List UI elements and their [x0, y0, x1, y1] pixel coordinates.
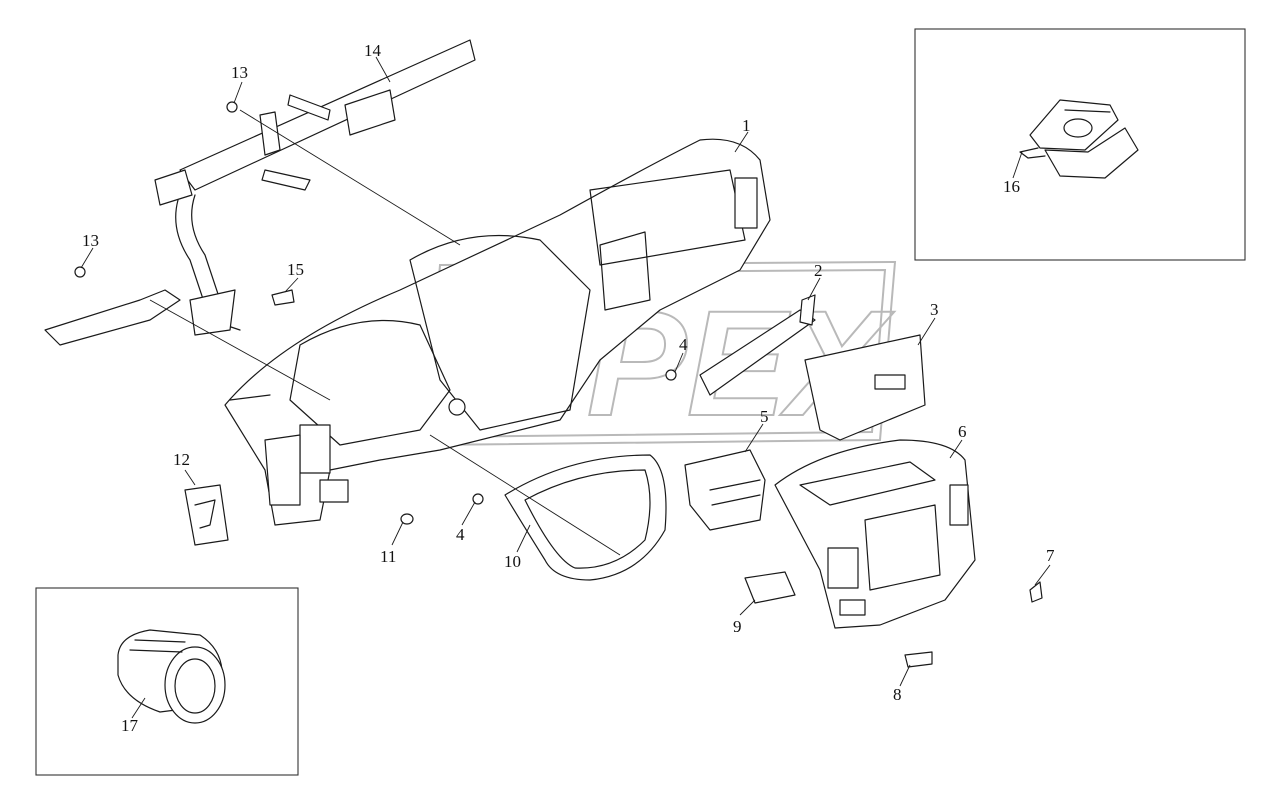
cross-member: [44, 39, 476, 346]
callout-12: 12: [173, 450, 190, 469]
callout-9: 9: [733, 617, 742, 636]
callout-15: 15: [287, 260, 304, 279]
callout-11: 11: [380, 547, 396, 566]
dashboard-panel: [224, 138, 771, 526]
center-panel-part-6: [774, 439, 976, 629]
glovebox-parts: [699, 294, 926, 441]
cluster-hood-part-10: [504, 454, 667, 581]
callout-16: 16: [1003, 177, 1020, 196]
callout-13b: 13: [82, 231, 99, 250]
callout-10: 10: [504, 552, 521, 571]
inset-clip-detail: [914, 28, 1246, 261]
small-parts: [74, 101, 1043, 668]
inset-vent-detail: [35, 587, 299, 776]
callout-1: 1: [742, 116, 751, 135]
callout-17: 17: [121, 716, 139, 735]
callout-3: 3: [930, 300, 939, 319]
callout-6: 6: [958, 422, 967, 441]
callout-8: 8: [893, 685, 902, 704]
leader-lines: [80, 56, 1051, 719]
callout-14: 14: [364, 41, 382, 60]
callout-13a: 13: [231, 63, 248, 82]
callout-7: 7: [1046, 546, 1055, 565]
callout-4a: 4: [679, 335, 688, 354]
callout-4b: 4: [456, 525, 465, 544]
callout-labels: 1 2 3 4 4 5 6 7 8 9 10 11 12 13 13 14 15…: [82, 41, 1055, 735]
callout-5: 5: [760, 407, 769, 426]
callout-2: 2: [814, 261, 823, 280]
bracket-part-5: [684, 449, 766, 531]
